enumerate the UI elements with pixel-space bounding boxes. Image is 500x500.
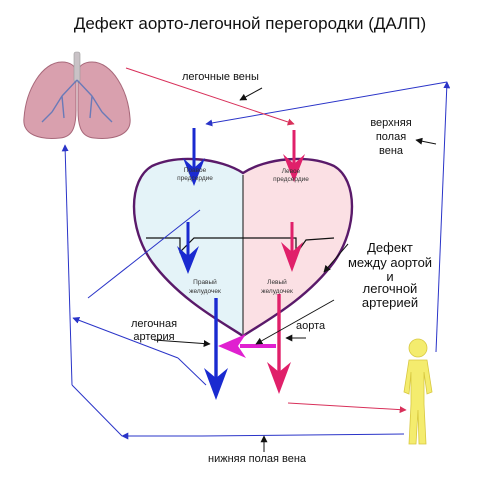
- defect-label-line2: между аортой: [347, 255, 433, 270]
- left-ventricle-label-line2: желудочек: [261, 288, 293, 295]
- defect-label-line5: артерией: [361, 295, 419, 310]
- pointer-arrows: [153, 87, 437, 452]
- right-atrium-label-line2: предсердие: [177, 175, 213, 182]
- ivc-label: нижняя полая вена: [208, 453, 307, 465]
- left-atrium-label-line1: Левое: [281, 168, 301, 175]
- defect-label-line3: и: [386, 269, 394, 284]
- svc-label-line2: полая: [375, 131, 407, 143]
- arterial-blood-arrows: [267, 130, 305, 394]
- defect-label-line1: Дефект: [367, 240, 413, 255]
- page-title: Дефект аорто-легочной перегородки (ДАЛП): [73, 14, 427, 33]
- pulmonary-artery-label-line1: легочная: [130, 318, 178, 330]
- aorta-label: аорта: [296, 320, 326, 332]
- arterial-lines: [125, 67, 407, 414]
- right-ventricle-label-line1: Правый: [193, 279, 217, 286]
- pulmonary-veins-label: легочные вены: [182, 71, 259, 83]
- pulmonary-artery-label-line2: артерия: [133, 331, 175, 343]
- lungs-icon: [23, 51, 131, 139]
- venous-blood-arrows: [177, 128, 228, 400]
- svc-label-line1: верхняя: [370, 117, 412, 129]
- human-figure-icon: [403, 338, 433, 445]
- left-ventricle-label-line1: Левый: [267, 279, 287, 286]
- svc-label-line3: вена: [378, 145, 404, 157]
- heart: [132, 157, 354, 338]
- venous-return-lines: [61, 81, 451, 440]
- right-atrium-label-line1: Правое: [183, 167, 207, 174]
- right-ventricle-label-line2: желудочек: [189, 288, 221, 295]
- left-atrium-label-line2: предсердие: [273, 176, 309, 183]
- defect-label-line4: легочной: [362, 281, 418, 296]
- shunt-arrow: [218, 334, 276, 358]
